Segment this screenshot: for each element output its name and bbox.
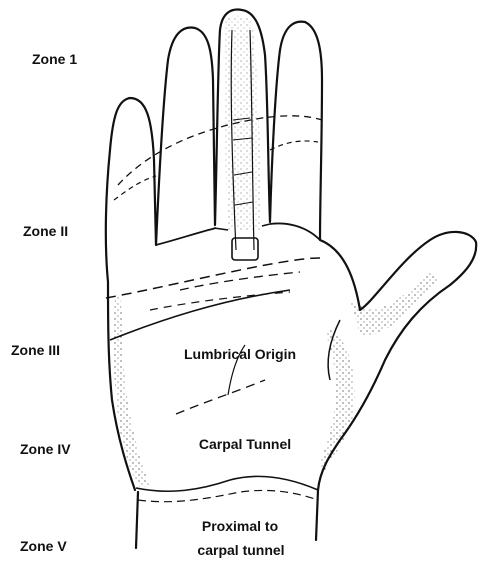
- proximal-label-line-1: Proximal to: [202, 518, 278, 534]
- lumbrical-origin-label: Lumbrical Origin: [184, 346, 296, 362]
- zone-5-label: Zone V: [20, 538, 67, 554]
- proximal-label-line-2: carpal tunnel: [197, 542, 284, 558]
- carpal-tunnel-label: Carpal Tunnel: [199, 436, 291, 452]
- zone-4-label: Zone IV: [20, 441, 71, 457]
- zone-2-label: Zone II: [23, 223, 68, 239]
- zone-1-label: Zone 1: [32, 51, 77, 67]
- zone-3-label: Zone III: [11, 342, 60, 358]
- hand-outline: [106, 10, 476, 548]
